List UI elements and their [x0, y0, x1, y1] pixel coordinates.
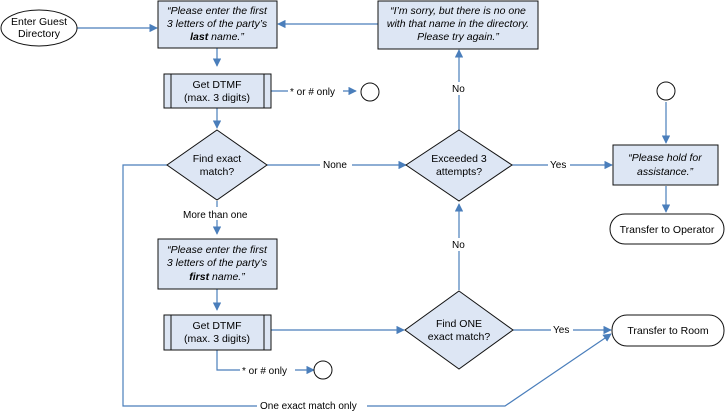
label-star-hash-1: * or # only	[290, 87, 335, 98]
label-star-hash-2: * or # only	[242, 366, 287, 377]
find-exact-decision: Find exact match?	[166, 129, 268, 201]
find-one-line2: exact match?	[428, 331, 491, 343]
label-none: None	[323, 160, 347, 171]
exceeded-line1: Exceeded 3	[431, 153, 487, 165]
prompt-last-line3: last name.”	[190, 31, 244, 43]
dtmf1-line2: (max. 3 digits)	[184, 92, 250, 104]
find-exact-line2: match?	[200, 166, 235, 178]
enter-directory-line2: Directory	[18, 28, 61, 40]
hold-line2: assistance.”	[637, 166, 694, 178]
find-exact-line1: Find exact	[193, 153, 242, 165]
prompt-first-bold-word: first	[189, 271, 209, 283]
sorry-line2: with that name in the directory.	[387, 18, 529, 30]
dtmf2-line1: Get DTMF	[193, 320, 242, 332]
label-yes-exceeded: Yes	[550, 160, 566, 171]
edge-one-exact-match	[122, 164, 612, 407]
get-dtmf-2-node: Get DTMF (max. 3 digits)	[163, 314, 272, 351]
prompt-last-name-node: “Please enter the first 3 letters of the…	[157, 0, 278, 49]
prompt-first-line2: 3 letters of the party’s	[167, 257, 268, 269]
label-no-exceeded: No	[452, 84, 465, 95]
enter-directory-node: Enter Guest Directory	[0, 9, 78, 47]
connector-circle-3	[656, 81, 676, 101]
find-one-line1: Find ONE	[436, 318, 482, 330]
hold-line1: “Please hold for	[628, 152, 702, 164]
prompt-first-line1: “Please enter the first	[167, 244, 268, 256]
sorry-line1: “I’m sorry, but there is no one	[390, 5, 526, 17]
exceeded-line2: attempts?	[436, 166, 482, 178]
prompt-last-bold-word: last	[190, 31, 209, 43]
find-one-decision: Find ONE exact match?	[404, 290, 514, 370]
dtmf1-line1: Get DTMF	[193, 79, 242, 91]
exceeded-attempts-decision: Exceeded 3 attempts?	[405, 129, 513, 202]
prompt-last-line1: “Please enter the first	[167, 5, 268, 17]
connector-circle-2	[313, 360, 333, 380]
prompt-first-tail: name.”	[209, 271, 245, 283]
prompt-last-tail: name.”	[208, 31, 244, 43]
prompt-first-name-node: “Please enter the first 3 letters of the…	[157, 238, 278, 290]
transfer-room-node: Transfer to Room	[611, 314, 725, 347]
enter-directory-line1: Enter Guest	[11, 16, 67, 28]
prompt-last-line2: 3 letters of the party’s	[167, 18, 268, 30]
label-one-exact-match: One exact match only	[260, 401, 357, 412]
prompt-first-line3: first name.”	[189, 271, 245, 283]
get-dtmf-1-node: Get DTMF (max. 3 digits)	[163, 73, 272, 109]
label-more-than-one: More than one	[183, 210, 248, 221]
hold-message-node: “Please hold for assistance.”	[612, 144, 719, 186]
transfer-operator-label: Transfer to Operator	[620, 224, 715, 236]
dtmf2-line2: (max. 3 digits)	[184, 333, 250, 345]
sorry-message-node: “I’m sorry, but there is no one with tha…	[377, 0, 539, 50]
transfer-operator-node: Transfer to Operator	[609, 213, 725, 245]
sorry-line3: Please try again.”	[417, 31, 499, 43]
label-no-find-one: No	[452, 240, 465, 251]
connector-circle-1	[360, 82, 380, 102]
label-yes-find-one: Yes	[553, 325, 569, 336]
transfer-room-label: Transfer to Room	[627, 325, 709, 337]
